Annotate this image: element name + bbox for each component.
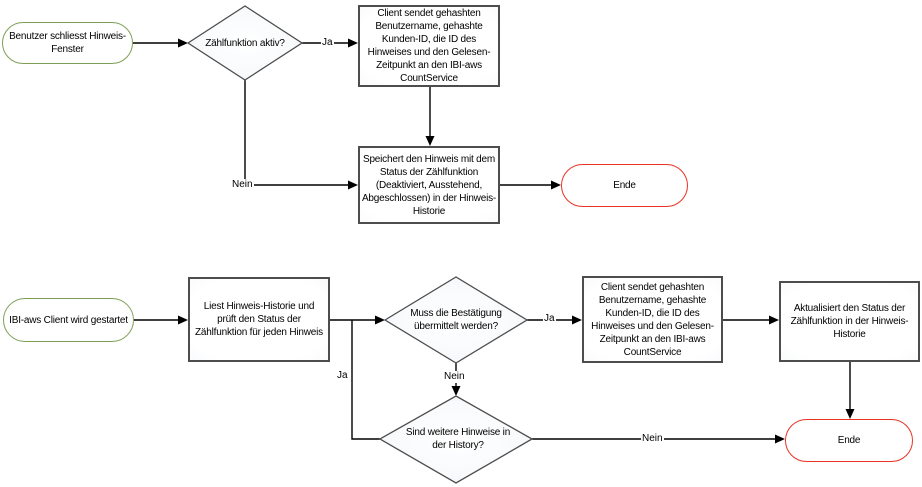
arrowhead-store-to-end-top [551, 180, 561, 190]
arrowhead-start-to-decision-top [178, 38, 188, 48]
process-store-history: Speichert den Hinweis mit dem Status der… [358, 146, 500, 224]
edge-label-nein-confirmation: Nein [443, 371, 466, 383]
terminator-user-closes-window: Benutzer schliesst Hinweis- Fenster [2, 22, 133, 64]
terminator-end-bottom: Ende [785, 419, 913, 462]
arrowhead-decision-nein-top [348, 180, 358, 190]
arrowhead-decision-ja-bottom [572, 315, 582, 325]
connector-more-ja-loop [351, 320, 380, 440]
process-client-sends-top: Client sendet gehashten Benutzername, ge… [358, 5, 500, 87]
decision-confirmation-needed-shape [383, 276, 529, 364]
arrowhead-client-to-update [769, 315, 779, 325]
process-client-sends-bottom: Client sendet gehashten Benutzername, ge… [582, 276, 723, 363]
edge-label-ja-top: Ja [321, 37, 334, 49]
process-client-sends-top-label: Client sendet gehashten Benutzername, ge… [367, 8, 491, 84]
process-read-history: Liest Hinweis-Historie und prüft den Sta… [188, 277, 330, 362]
decision-count-active-label: Zählfunktion aktiv? [205, 37, 285, 49]
terminator-end-top: Ende [561, 164, 688, 207]
process-update-status: Aktualisiert den Status der Zählfunktion… [779, 281, 920, 362]
edge-label-ja-confirmation: Ja [543, 313, 556, 325]
decision-more-hints-shape [378, 395, 534, 484]
arrowhead-start-to-read [178, 315, 188, 325]
arrowhead-client-to-store [425, 136, 435, 146]
decision-confirmation-needed: Muss die Bestätigung übermittelt werden? [394, 299, 518, 341]
decision-count-active-shape [186, 5, 304, 81]
terminator-client-started: IBI-aws Client wird gestartet [3, 298, 134, 342]
process-client-sends-bottom-label: Client sendet gehashten Benutzername, ge… [591, 281, 714, 358]
terminator-client-started-label: IBI-aws Client wird gestartet [9, 314, 128, 326]
process-store-history-label: Speichert den Hinweis mit dem Status der… [361, 153, 497, 217]
process-read-history-label: Liest Hinweis-Historie und prüft den Sta… [195, 301, 323, 338]
edge-label-ja-more: Ja [336, 370, 349, 382]
edge-label-nein-more: Nein [641, 433, 664, 445]
terminator-user-closes-window-label: Benutzer schliesst Hinweis- Fenster [9, 31, 126, 55]
arrowhead-read-to-decision [375, 315, 385, 325]
decision-more-hints-label: Sind weitere Hinweise in der History? [405, 427, 511, 451]
process-update-status-label: Aktualisiert den Status der Zählfunktion… [790, 303, 909, 340]
arrowhead-more-nein-to-end [775, 434, 785, 444]
arrowhead-decision-ja-top [348, 38, 358, 48]
terminator-end-bottom-label: Ende [837, 435, 861, 446]
arrowhead-decision-nein-bottom [451, 386, 461, 396]
edge-label-nein-top: Nein [231, 179, 254, 191]
arrowhead-update-to-end-bottom [845, 409, 855, 419]
connector-decision-nein-top [244, 80, 350, 186]
decision-more-hints: Sind weitere Hinweise in der History? [394, 418, 522, 460]
decision-count-active: Zählfunktion aktiv? [191, 27, 299, 59]
decision-confirmation-needed-label: Muss die Bestätigung übermittelt werden? [410, 308, 502, 332]
terminator-end-top-label: Ende [613, 180, 636, 191]
